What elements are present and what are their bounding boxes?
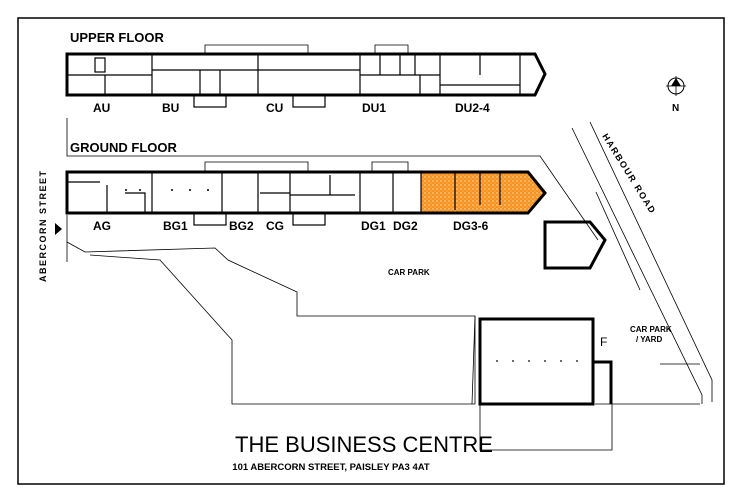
unit-label-bg2[interactable]: BG2 <box>229 219 254 233</box>
ground-floor-heading: GROUND FLOOR <box>70 140 177 155</box>
unit-label-dg3-6[interactable]: DG3-6 <box>453 219 489 233</box>
unit-label-cu[interactable]: CU <box>266 101 283 115</box>
highlighted-unit-dg3-6[interactable] <box>421 173 544 213</box>
upper-floor-heading: UPPER FLOOR <box>70 30 165 45</box>
upper-floor-plan <box>65 44 547 108</box>
unit-f-building <box>478 317 613 406</box>
unit-label-du2-4[interactable]: DU2-4 <box>455 101 490 115</box>
unit-label-dg1[interactable]: DG1 <box>361 219 386 233</box>
site-boundaries <box>66 118 713 451</box>
ground-unit-labels: AG BG1 BG2 CG DG1 DG2 DG3-6 <box>93 219 489 233</box>
page-title: THE BUSINESS CENTRE <box>235 432 493 457</box>
unit-label-cg[interactable]: CG <box>266 219 284 233</box>
side-building <box>543 220 607 270</box>
unit-label-au[interactable]: AU <box>93 101 110 115</box>
unit-label-dg2[interactable]: DG2 <box>393 219 418 233</box>
frame-border <box>17 17 725 485</box>
car-park-yard-label-2: / YARD <box>636 335 662 344</box>
abercorn-street-label: ABERCORN STREET <box>38 169 48 282</box>
unit-label-du1[interactable]: DU1 <box>362 101 386 115</box>
unit-label-bu[interactable]: BU <box>162 101 179 115</box>
ground-floor-plan <box>65 161 547 226</box>
unit-label-ag[interactable]: AG <box>93 219 111 233</box>
car-park-label: CAR PARK <box>388 268 430 277</box>
address: 101 ABERCORN STREET, PAISLEY PA3 4AT <box>232 462 430 473</box>
north-compass-icon <box>666 76 686 96</box>
unit-label-bg1[interactable]: BG1 <box>163 219 188 233</box>
unit-label-f[interactable]: F <box>600 335 607 349</box>
upper-unit-labels: AU BU CU DU1 DU2-4 <box>93 101 490 115</box>
car-park-yard-label-1: CAR PARK <box>630 325 672 334</box>
north-label: N <box>672 103 679 114</box>
entrance-arrow-icon <box>55 223 62 235</box>
